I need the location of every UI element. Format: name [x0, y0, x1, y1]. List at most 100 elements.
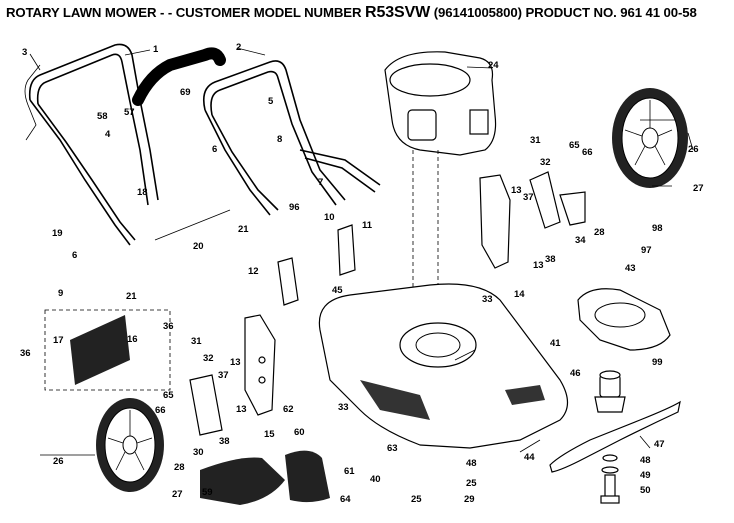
callout-c26a: 26 [688, 144, 699, 155]
callout-c37b: 37 [218, 370, 229, 381]
front-wheel-left [96, 398, 164, 492]
lower-handle [299, 149, 381, 193]
callout-c46: 46 [570, 368, 581, 379]
callout-c65b: 65 [163, 390, 174, 401]
callout-c36b: 36 [20, 348, 31, 359]
callout-c57: 57 [124, 107, 135, 118]
callout-c28a: 28 [594, 227, 605, 238]
mower-deck [318, 283, 569, 449]
callout-c65a: 65 [569, 140, 580, 151]
callout-c14: 14 [514, 289, 525, 300]
engine [384, 51, 497, 156]
callout-c98: 98 [652, 223, 663, 234]
callout-c1: 1 [153, 44, 159, 55]
callout-c26b: 26 [53, 456, 64, 467]
blade-adapter [594, 370, 626, 413]
callout-c11: 11 [362, 220, 373, 231]
callout-c62: 62 [283, 404, 294, 415]
callout-c8: 8 [277, 134, 282, 145]
callout-c13a: 13 [511, 185, 522, 196]
callout-c33a: 33 [482, 294, 493, 305]
callout-c27a: 27 [693, 183, 704, 194]
foam-grip [132, 47, 226, 106]
callout-c3: 3 [22, 47, 27, 58]
callout-c44: 44 [524, 452, 535, 463]
callout-c30: 30 [193, 447, 204, 458]
callout-c6b: 6 [72, 250, 77, 261]
callout-c60: 60 [294, 427, 305, 438]
callout-c59: 59 [202, 487, 213, 498]
callout-c41: 41 [550, 338, 561, 349]
callout-c25b: 25 [411, 494, 422, 505]
callout-leaders [29, 47, 694, 453]
callout-c61: 61 [344, 466, 355, 477]
callout-c20: 20 [193, 241, 204, 252]
callout-c34: 34 [575, 235, 586, 246]
control-cable [24, 64, 41, 141]
callout-c66b: 66 [155, 405, 166, 416]
callout-c21b: 21 [126, 291, 137, 302]
callout-c96: 96 [289, 202, 300, 213]
chute-door [285, 450, 330, 503]
callout-c2: 2 [236, 42, 241, 53]
callout-c45: 45 [332, 285, 343, 296]
callout-c36a: 36 [163, 321, 174, 332]
callout-c13d: 13 [236, 404, 247, 415]
callout-c43: 43 [625, 263, 636, 274]
callout-c47: 47 [654, 439, 665, 450]
hinge-plate-12 [277, 257, 299, 306]
callout-c63: 63 [387, 443, 398, 454]
callout-c28b: 28 [174, 462, 185, 473]
callout-c24: 24 [488, 60, 499, 71]
callout-c58: 58 [97, 111, 108, 122]
title-prefix: ROTARY LAWN MOWER - - CUSTOMER MODEL NUM… [6, 5, 365, 20]
callout-c18: 18 [137, 187, 148, 198]
callout-c15: 15 [264, 429, 275, 440]
drive-rod [154, 209, 231, 241]
deck-baffle [577, 288, 671, 351]
blade-bolt [600, 454, 620, 504]
side-discharge-chute [200, 457, 285, 505]
mulch-plug [70, 315, 130, 385]
upper-handle-left [28, 43, 159, 246]
height-adjuster-right [479, 171, 586, 269]
rear-wheel-right [612, 88, 688, 188]
callout-c37a: 37 [523, 192, 534, 203]
page-title: ROTARY LAWN MOWER - - CUSTOMER MODEL NUM… [6, 4, 728, 22]
title-model-number: R53SVW [364, 4, 431, 21]
callout-c9: 9 [58, 288, 63, 299]
callout-c50: 50 [640, 485, 651, 496]
callout-c6a: 6 [212, 144, 217, 155]
callout-c16: 16 [127, 334, 138, 345]
hinge-plate-11 [337, 224, 356, 276]
upper-handle-right [202, 60, 346, 216]
callout-c64: 64 [340, 494, 351, 505]
callout-c38a: 38 [545, 254, 556, 265]
callout-c21a: 21 [238, 224, 249, 235]
blade [549, 400, 681, 473]
callout-c31a: 31 [530, 135, 541, 146]
callout-c10: 10 [324, 212, 335, 223]
callout-c33b: 33 [338, 402, 349, 413]
callout-c17: 17 [53, 335, 64, 346]
height-adjuster-left [189, 314, 276, 436]
callout-c29: 29 [464, 494, 475, 505]
callout-c48b: 48 [640, 455, 651, 466]
callout-c97: 97 [641, 245, 652, 256]
callout-c38b: 38 [219, 436, 230, 447]
callout-c4: 4 [105, 129, 111, 140]
callout-c13c: 13 [230, 357, 241, 368]
callout-c48a: 48 [466, 458, 477, 469]
callout-c32b: 32 [203, 353, 214, 364]
callout-c66a: 66 [582, 147, 593, 158]
callout-c19: 19 [52, 228, 63, 239]
callout-c99: 99 [652, 357, 663, 368]
callout-c5: 5 [268, 96, 274, 107]
callout-c13b: 13 [533, 260, 544, 271]
callout-c31b: 31 [191, 336, 202, 347]
callout-c49: 49 [640, 470, 651, 481]
callout-c25a: 25 [466, 478, 477, 489]
mulch-plug-group [44, 309, 171, 391]
callout-c7: 7 [318, 177, 323, 188]
